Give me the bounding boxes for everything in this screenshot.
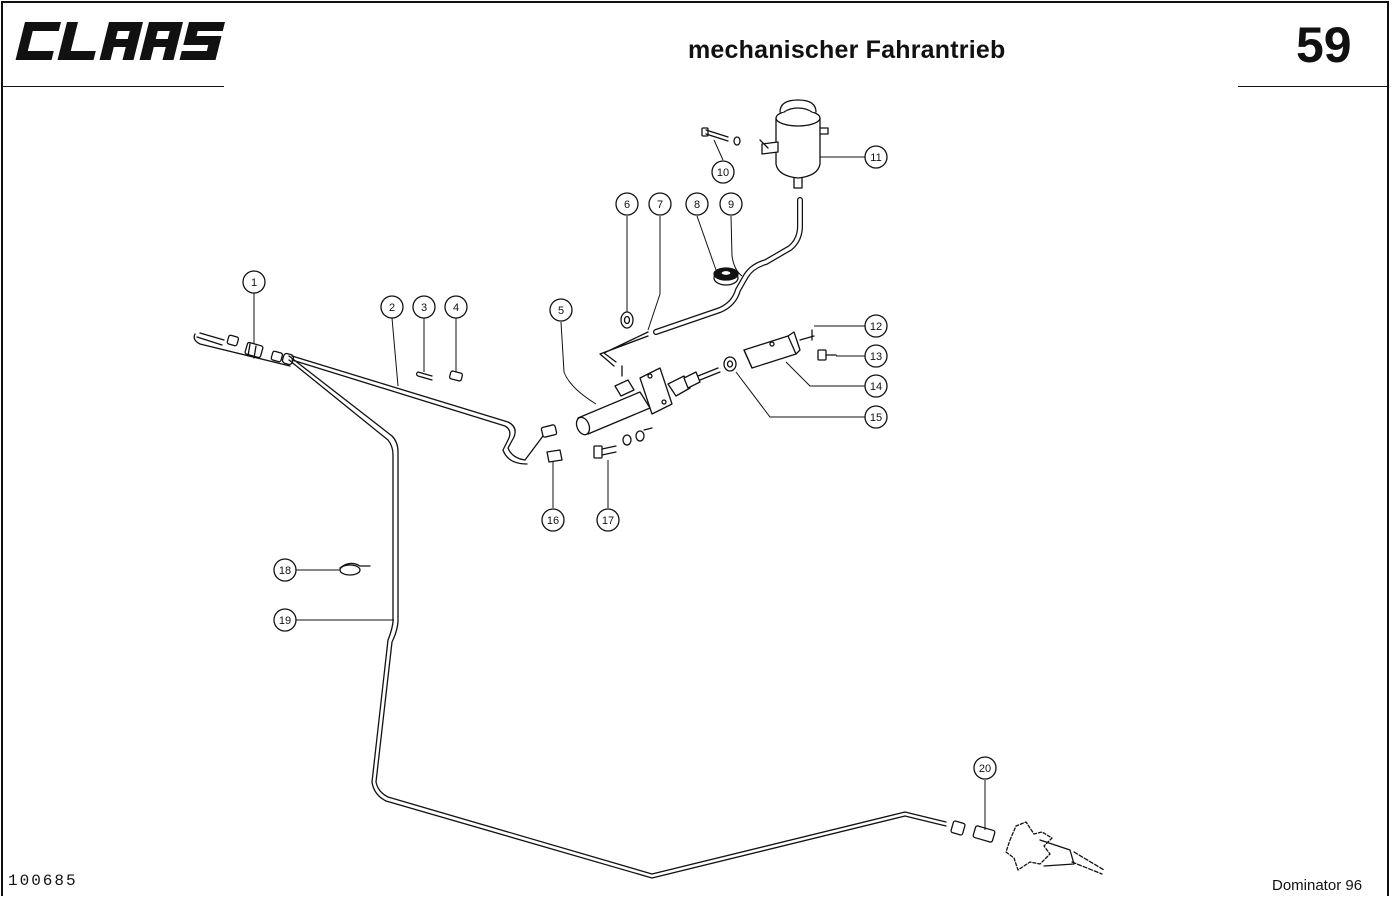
header-rule-right xyxy=(1238,86,1388,87)
washer xyxy=(620,311,634,329)
callout-label: 2 xyxy=(389,302,395,314)
callout-circle xyxy=(973,756,997,780)
callout-18: 18 xyxy=(273,558,297,582)
callout-circle xyxy=(864,314,888,338)
line-fitting xyxy=(226,334,295,366)
callout-13: 13 xyxy=(864,344,888,368)
model-name: Dominator 96 xyxy=(1272,877,1363,894)
callout-19: 19 xyxy=(273,608,297,632)
pressure-switch xyxy=(743,329,837,369)
callout-6: 6 xyxy=(615,192,639,216)
callout-label: 6 xyxy=(624,199,630,211)
brand-logo xyxy=(15,22,226,60)
callout-label: 5 xyxy=(558,305,564,317)
callout-12: 12 xyxy=(864,314,888,338)
reservoir-hose xyxy=(653,197,803,335)
callout-11: 11 xyxy=(864,145,888,169)
master-cylinder xyxy=(575,367,721,436)
grommet xyxy=(713,267,739,286)
callout-label: 10 xyxy=(717,167,729,179)
callout-label: 9 xyxy=(728,199,734,211)
callout-label: 18 xyxy=(279,565,291,577)
page-number: 59 xyxy=(1296,17,1352,73)
drawing-number: 100685 xyxy=(8,872,78,890)
callout-label: 16 xyxy=(547,515,559,527)
callout-circle xyxy=(864,344,888,368)
callout-7: 7 xyxy=(648,192,672,216)
callout-label: 19 xyxy=(279,615,291,627)
callout-circle xyxy=(549,298,573,322)
hose-clamp xyxy=(339,562,371,576)
callout-circle xyxy=(711,160,735,184)
page-title: mechanischer Fahrantrieb xyxy=(688,36,1006,64)
callout-3: 3 xyxy=(412,295,436,319)
callout-circle xyxy=(273,558,297,582)
mounting-bolts xyxy=(593,427,653,459)
callout-circle xyxy=(864,145,888,169)
callout-label: 7 xyxy=(657,199,663,211)
callout-15: 15 xyxy=(864,405,888,429)
callout-circle xyxy=(273,608,297,632)
upper-line xyxy=(193,332,544,465)
callout-label: 4 xyxy=(453,302,459,314)
callout-circle xyxy=(719,192,743,216)
callout-circle xyxy=(685,192,709,216)
callout-20: 20 xyxy=(973,756,997,780)
callout-label: 17 xyxy=(602,515,614,527)
leader-lines xyxy=(253,139,986,830)
callout-16: 16 xyxy=(541,508,565,532)
callout-8: 8 xyxy=(685,192,709,216)
callout-label: 1 xyxy=(251,277,257,289)
callout-circle xyxy=(615,192,639,216)
callout-circle xyxy=(648,192,672,216)
callout-label: 11 xyxy=(870,152,881,164)
callout-label: 14 xyxy=(870,381,882,393)
small-pin xyxy=(415,371,433,381)
callout-label: 13 xyxy=(870,351,882,363)
slave-cylinder xyxy=(950,820,1105,875)
small-plug xyxy=(448,370,464,382)
callout-circle xyxy=(412,295,436,319)
callout-9: 9 xyxy=(719,192,743,216)
hydraulic-line xyxy=(288,355,947,879)
callout-5: 5 xyxy=(549,298,573,322)
vent-line xyxy=(599,331,649,377)
callout-4: 4 xyxy=(444,295,468,319)
callout-circle xyxy=(380,295,404,319)
callout-circle xyxy=(242,270,266,294)
callout-label: 20 xyxy=(979,763,991,775)
callout-label: 15 xyxy=(870,412,882,424)
callout-2: 2 xyxy=(380,295,404,319)
callout-circle xyxy=(596,508,620,532)
fluid-reservoir xyxy=(759,99,829,189)
hex-nut xyxy=(723,356,737,372)
callout-label: 8 xyxy=(694,199,700,211)
callout-circle xyxy=(864,374,888,398)
callout-1: 1 xyxy=(242,270,266,294)
callout-17: 17 xyxy=(596,508,620,532)
callout-14: 14 xyxy=(864,374,888,398)
callout-circle xyxy=(444,295,468,319)
callout-10: 10 xyxy=(711,160,735,184)
callout-circle xyxy=(541,508,565,532)
callout-circle xyxy=(864,405,888,429)
reservoir-bolt xyxy=(701,127,741,146)
callout-label: 12 xyxy=(870,321,882,333)
callout-label: 3 xyxy=(421,302,427,314)
banjo-screw xyxy=(540,424,563,463)
header-rule-left xyxy=(2,86,224,87)
